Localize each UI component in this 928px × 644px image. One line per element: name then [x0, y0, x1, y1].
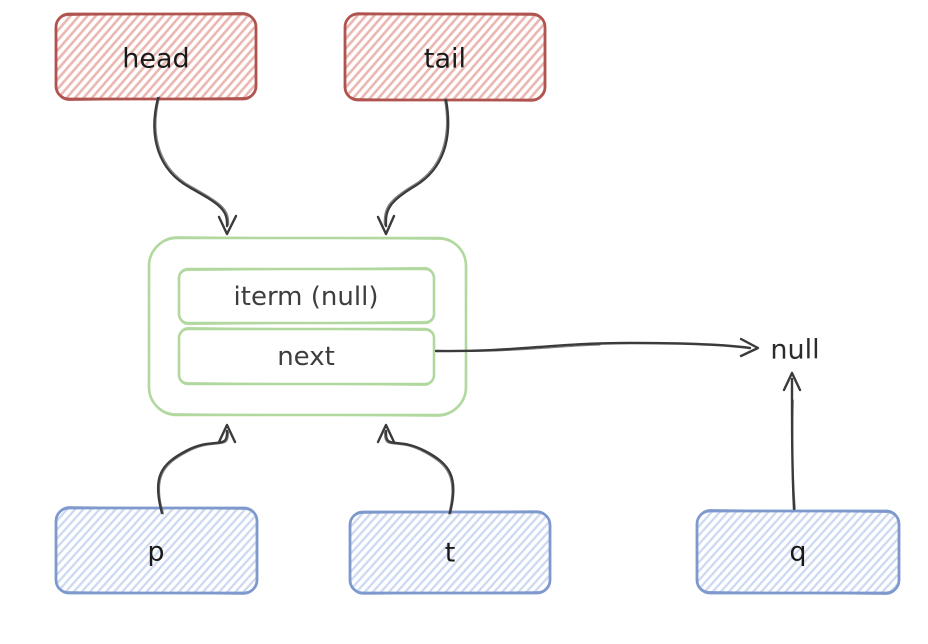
arrow-tail-to-node-line[interactable]	[384, 98, 450, 228]
field-iterm-box-sketch	[178, 266, 435, 326]
arrow-tail-to-node-sketch	[383, 98, 448, 226]
node-listnode-box[interactable]	[147, 236, 468, 417]
node-p[interactable]: p	[54, 506, 259, 595]
arrowhead-up-icon	[217, 423, 237, 444]
field-next-box-sketch	[178, 327, 435, 386]
arrow-next-to-null-sketch	[435, 344, 601, 352]
field-next-label: next	[277, 342, 335, 372]
arrowhead-down-icon	[376, 214, 396, 236]
arrow-p-to-node[interactable]	[156, 423, 237, 515]
node-listnode-box-sketch	[147, 236, 468, 417]
node-p-label: p	[147, 537, 164, 568]
arrow-t-to-node[interactable]	[376, 423, 455, 515]
node-head-label: head	[122, 44, 189, 75]
node-t-label: t	[445, 538, 456, 569]
field-iterm[interactable]: iterm (null)	[177, 266, 436, 326]
node-q-label: q	[789, 537, 806, 568]
node-q[interactable]: q	[695, 509, 901, 595]
node-head[interactable]: head	[54, 12, 258, 101]
arrow-next-to-null-line[interactable]	[434, 341, 752, 353]
arrow-t-to-node-sketch	[384, 431, 453, 515]
null-label: null	[770, 335, 819, 366]
node-tail-label: tail	[424, 44, 466, 75]
arrow-q-to-null[interactable]	[782, 371, 802, 511]
arrowhead-up-icon	[376, 423, 396, 444]
field-iterm-label: iterm (null)	[234, 282, 379, 312]
arrowhead-up-icon	[782, 371, 802, 392]
arrow-q-to-null-sketch	[792, 399, 796, 510]
arrowhead-down-icon	[217, 214, 238, 236]
arrow-p-to-node-sketch	[158, 431, 229, 515]
arrowhead-right-icon	[739, 337, 760, 358]
node-listnode[interactable]: iterm (null) next	[147, 236, 468, 417]
arrow-head-to-node-line[interactable]	[153, 96, 229, 228]
arrow-next-to-null[interactable]	[434, 337, 760, 358]
arrow-p-to-node-line[interactable]	[156, 429, 229, 515]
node-p-box-sketch	[54, 506, 259, 595]
node-q-box-sketch	[695, 509, 901, 595]
field-next[interactable]: next	[177, 327, 436, 386]
node-t[interactable]: t	[348, 510, 552, 595]
node-tail[interactable]: tail	[343, 12, 547, 102]
arrow-head-to-node[interactable]	[153, 96, 238, 236]
arrow-q-to-null-line[interactable]	[790, 377, 796, 511]
arrow-tail-to-node[interactable]	[376, 98, 450, 236]
arrow-head-to-node-sketch	[155, 96, 230, 226]
arrow-t-to-node-line[interactable]	[384, 429, 455, 515]
